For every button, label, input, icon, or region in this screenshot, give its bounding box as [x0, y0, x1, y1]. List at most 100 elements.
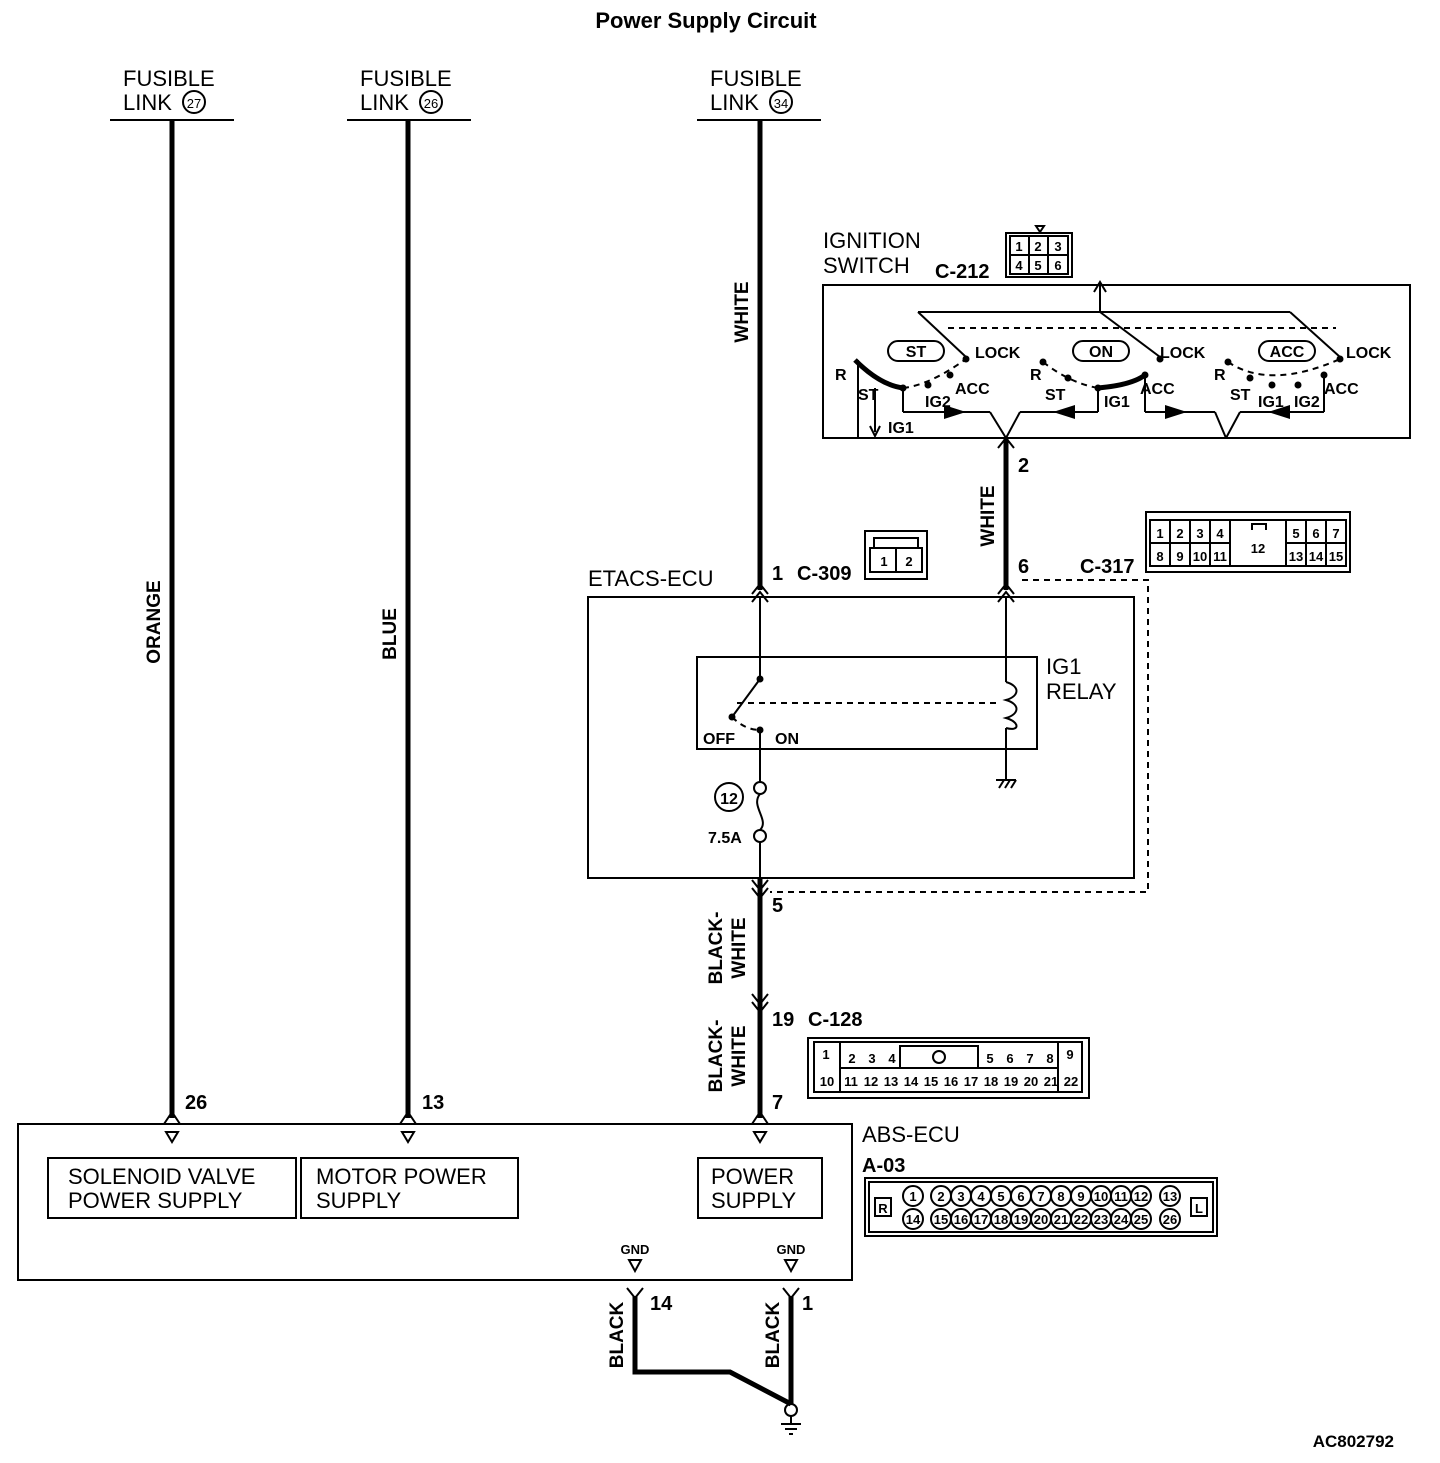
connector-c309-icon: 1 2: [864, 530, 928, 580]
connector-c212-label: C-212: [935, 261, 989, 283]
c128-pin-label: 14: [904, 1074, 919, 1089]
svg-text:LOCK: LOCK: [975, 345, 1021, 362]
svg-text:1: 1: [1156, 526, 1163, 541]
a03-pin-label: 24: [1114, 1212, 1129, 1227]
a03-pin-label: 1: [909, 1189, 916, 1204]
svg-text:ETACS-ECU: ETACS-ECU: [588, 566, 714, 591]
a03-pin-label: 25: [1134, 1212, 1148, 1227]
svg-text:BLACK-: BLACK-: [706, 1020, 727, 1093]
a03-pin-label: 12: [1134, 1189, 1148, 1204]
c128-pin-label: 2: [848, 1051, 855, 1066]
svg-text:L: L: [1195, 1201, 1203, 1216]
a03-pin-label: 16: [954, 1212, 968, 1227]
svg-text:3: 3: [1054, 239, 1061, 254]
c128-pin-label: 22: [1064, 1074, 1078, 1089]
svg-text:8: 8: [1156, 549, 1163, 564]
c128-pin-label: 16: [944, 1074, 958, 1089]
a03-pin-label: 5: [997, 1189, 1004, 1204]
wire-color-white-main: WHITE: [732, 281, 753, 342]
c128-pin-label: 18: [984, 1074, 998, 1089]
svg-text:RELAY: RELAY: [1046, 679, 1117, 704]
c128-pin-label: 1: [822, 1047, 829, 1062]
switch-pos-st: ST: [906, 344, 927, 361]
a03-pin-label: 10: [1094, 1189, 1108, 1204]
fusible-link-27: FUSIBLE LINK 27: [110, 66, 234, 121]
a03-pin-label: 19: [1014, 1212, 1028, 1227]
c128-pin-label: 5: [986, 1051, 993, 1066]
a03-pin-label: 9: [1077, 1189, 1084, 1204]
svg-text:IG2: IG2: [1294, 394, 1320, 411]
svg-text:2: 2: [905, 554, 912, 569]
c128-pin-label: 19: [1004, 1074, 1018, 1089]
wire-color-white-ignition: WHITE: [978, 485, 999, 546]
svg-text:SOLENOID VALVE: SOLENOID VALVE: [68, 1164, 255, 1189]
abs-pin-7: 7: [772, 1092, 783, 1114]
svg-text:9: 9: [1176, 549, 1183, 564]
wire-color-blue: BLUE: [380, 608, 401, 660]
a03-pin-circle: [1159, 1208, 1181, 1230]
etacs-pin-6: 6: [1018, 556, 1029, 578]
black-wire-14: [632, 1296, 793, 1407]
svg-text:2: 2: [1176, 526, 1183, 541]
a03-pin-label: 2: [937, 1189, 944, 1204]
c128-pin-label: 21: [1044, 1074, 1058, 1089]
c128-pin-label: 13: [884, 1074, 898, 1089]
abs-pin-13: 13: [422, 1092, 444, 1114]
a03-pin-circle: [1159, 1185, 1181, 1207]
connector-a03-label: A-03: [862, 1155, 905, 1177]
connector-c309-label: C-309: [797, 563, 851, 585]
a03-pin-label: 20: [1034, 1212, 1048, 1227]
c128-pin-label: 3: [868, 1051, 875, 1066]
fusible-link-34: FUSIBLE LINK 34: [697, 66, 821, 121]
c128-pin-label: 17: [964, 1074, 978, 1089]
solenoid-valve-power-supply-box: [47, 1157, 297, 1219]
connector-c212-icon: 1 2 3 4 5 6: [1005, 225, 1073, 278]
svg-text:IG1: IG1: [888, 420, 914, 437]
svg-text:5: 5: [1034, 258, 1041, 273]
a03-pin-circle: [1130, 1185, 1152, 1207]
svg-text:SUPPLY: SUPPLY: [316, 1188, 402, 1213]
a03-pin-label: 6: [1017, 1189, 1024, 1204]
svg-text:12: 12: [1251, 541, 1265, 556]
a03-pin-label: 8: [1057, 1189, 1064, 1204]
c128-pin-label: 4: [888, 1051, 896, 1066]
svg-text:ACC: ACC: [955, 381, 990, 398]
svg-text:C-128: C-128: [808, 1009, 862, 1031]
switch-pos-acc: ACC: [1270, 344, 1305, 361]
a03-pin-label: 3: [957, 1189, 964, 1204]
ignition-pin-2: 2: [1018, 455, 1029, 477]
svg-text:WHITE: WHITE: [729, 1025, 750, 1086]
svg-text:5: 5: [1292, 526, 1299, 541]
svg-text:15: 15: [1329, 549, 1343, 564]
svg-text:IG1: IG1: [1104, 394, 1130, 411]
etacs-ecu: ETACS-ECU 1 C-309 1 2 6 C-317 1 2: [587, 511, 1351, 917]
c128-pin-label: 8: [1046, 1051, 1053, 1066]
svg-text:ST: ST: [1230, 387, 1251, 404]
gnd-pin-1: 1: [802, 1293, 813, 1315]
a03-pin-label: 18: [994, 1212, 1008, 1227]
svg-text:19: 19: [772, 1009, 794, 1031]
svg-text:BLACK: BLACK: [763, 1301, 784, 1368]
c128-pin-label: 10: [820, 1074, 834, 1089]
connector-c317-label: C-317: [1080, 556, 1134, 578]
svg-text:FUSIBLE: FUSIBLE: [123, 66, 215, 91]
c128-pin-label: 7: [1026, 1051, 1033, 1066]
svg-text:LOCK: LOCK: [1346, 345, 1392, 362]
a03-pin-label: 21: [1054, 1212, 1068, 1227]
svg-text:12: 12: [720, 791, 738, 808]
svg-text:ST: ST: [858, 387, 879, 404]
c128-pin-label: 9: [1066, 1047, 1073, 1062]
a03-pin-circle: [902, 1185, 924, 1207]
svg-text:POWER: POWER: [711, 1164, 794, 1189]
etacs-pin-5: 5: [772, 895, 783, 917]
svg-text:6: 6: [1312, 526, 1319, 541]
svg-text:FUSIBLE: FUSIBLE: [360, 66, 452, 91]
svg-text:LINK: LINK: [123, 90, 172, 115]
svg-text:WHITE: WHITE: [729, 917, 750, 978]
svg-text:2: 2: [1034, 239, 1041, 254]
ignition-switch: IGNITION SWITCH C-212 1 2 3 4 5 6: [822, 225, 1411, 477]
svg-text:GND: GND: [777, 1242, 806, 1257]
switch-pos-on: ON: [1089, 344, 1113, 361]
svg-text:LINK: LINK: [710, 90, 759, 115]
svg-text:OFF: OFF: [703, 731, 735, 748]
